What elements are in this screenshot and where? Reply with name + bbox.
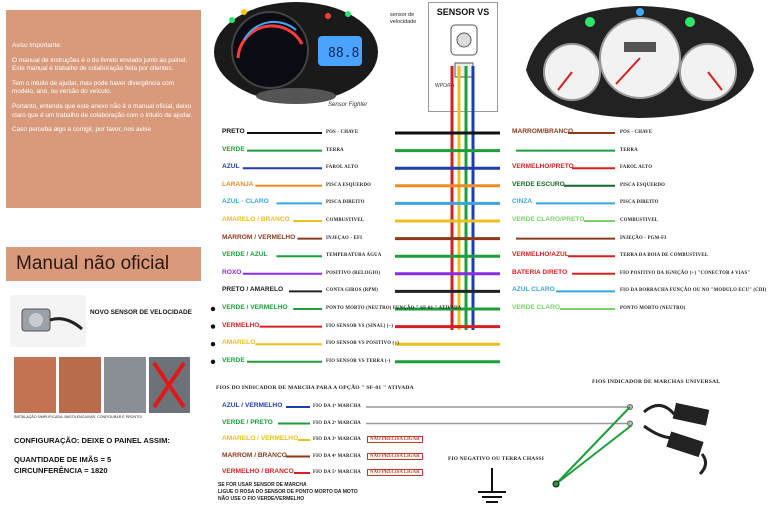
left-wire-label-8: ROXO: [222, 268, 242, 276]
right-wire-label-7: VERMELHO/AZUL: [512, 251, 569, 259]
unofficial-title: Manual não oficial: [6, 247, 201, 281]
dash-lcd-readout: 88.8: [328, 46, 359, 61]
right-wire-label-10: VERDE CLARO: [512, 304, 560, 311]
right-wire-label-2: VERMELHO/PRETO: [512, 163, 574, 171]
config-circumference: CIRCUNFERÊNCIA = 1820: [14, 466, 108, 475]
gear-ground-node: [552, 480, 560, 488]
left-wire-label-6: MARROM / VERMELHO: [222, 233, 296, 241]
right-wire-desc-7: TERRA DA BOIA DE COMBUSTIVEL: [620, 253, 709, 259]
gear-wire-desc-0: FIO DA 1ª MARCHA: [313, 404, 361, 409]
config-magnets: QUANTIDADE DE IMÃS = 5: [14, 455, 112, 464]
left-wire-desc-13: FIO SENSOR VS TERRA (-): [326, 358, 391, 364]
right-wire-desc-3: PISCA ESQUERDO: [620, 182, 666, 188]
left-wire-desc-6: INJEÇAO - EFI: [326, 235, 363, 241]
left-wire-desc-8: POSITIVO (RELOGIO): [326, 270, 381, 276]
right-wire-label-9: AZUL CLARO: [512, 286, 555, 294]
gear-footnote-1: SE FOR USAR SENSOR DE MARCHA: [218, 482, 307, 488]
gear-footnote-2: LIGUE O ROSA DO SENSOR DE PONTO MORTO DA…: [218, 489, 358, 495]
notice-p1: O manual de instruções é o do livreto en…: [12, 56, 188, 73]
left-wire-desc-5: COMBUSTIVEL: [326, 218, 365, 223]
left-wire-label-2: AZUL: [222, 163, 240, 171]
gear-negative-label: FIO NEGATIVO OU TERRA CHASSI: [448, 456, 545, 462]
gear-universal-title: FIOS INDICADOR DE MARCHAS UNIVERSAL: [592, 379, 721, 385]
left-wire-desc-9: CONTA GIROS (RPM): [326, 288, 379, 294]
gear-wire-desc-3: FIO DA 4ª MARCHA: [313, 453, 361, 459]
left-wire-desc-0: POS - CHAVE: [326, 130, 359, 135]
install-photos: [14, 357, 190, 413]
dash-brand: Sensor Fighter: [328, 102, 368, 108]
sensor-vs-panel: SENSOR VS WPO/Po: [428, 2, 498, 112]
right-wire-desc-0: POS - CHAVE: [620, 130, 653, 135]
gear-wire-label-2: AMARELO / VERMELHO: [222, 435, 299, 442]
left-wire-label-12: AMARELO: [222, 339, 256, 347]
left-wire-desc-12: FIO SENSOR VS POSITIVO (+): [326, 341, 400, 347]
gear-wire-label-4: VERMELHO / BRANCO: [222, 468, 294, 475]
right-wire-desc-4: PISCA DIREITO: [620, 200, 659, 206]
left-wire-dot-10: [210, 306, 216, 312]
left-wire-dot-13: [210, 359, 216, 364]
right-wire-label-0: MARROM/BRANCO: [512, 128, 574, 135]
left-wire-dot-12: [210, 342, 216, 347]
left-wire-desc-10: PONTO MORTO (NEUTRO) FUNÇÃO " SF-01 " AT…: [326, 306, 462, 311]
notice-p4: Caso perceba algo a corrigir, por favor,…: [12, 126, 151, 134]
left-wire-label-9: PRETO / AMARELO: [222, 286, 284, 294]
left-wire-label-1: VERDE: [222, 145, 245, 153]
gear-wire-desc-4: FIO DA 5ª MARCHA: [313, 470, 361, 475]
gear-green-line-1: [555, 406, 631, 485]
left-wire-desc-3: PISCA ESQUERDO: [326, 182, 372, 188]
install-caption: INSTALAÇÃO SIMPLIFICADA: BASTA ENCAIXAR,…: [14, 415, 142, 419]
notice-title: Aviso Importante:: [12, 42, 62, 49]
gear-green-line-2: [555, 424, 633, 485]
left-wire-desc-1: TERRA: [326, 147, 344, 153]
right-wire-desc-6: INJEÇÃO - PGM-FI: [620, 235, 667, 241]
sensor-label: sensor de velocidade: [390, 12, 417, 25]
left-wire-label-11: VERMELHO: [222, 321, 260, 329]
right-wire-label-5: VERDE CLARO/PRETO: [512, 216, 585, 223]
left-wire-label-7: VERDE / AZUL: [222, 251, 268, 259]
right-wire-desc-5: COMBUSTIVEL: [620, 218, 659, 223]
left-wire-label-5: AMARELO / BRANCO: [222, 216, 290, 223]
right-wire-desc-2: FAROL ALTO: [620, 165, 653, 171]
right-wire-desc-8: FIO POSITIVO DA IGNIÇÃO (+) "CONECTOR 4 …: [620, 270, 751, 276]
gear-wire-desc-2: FIO DA 3ª MARCHA: [313, 437, 361, 442]
gear-no-need-2: NÃO PRECISA LIGAR: [367, 436, 423, 443]
left-wire-desc-4: PISCA DIREITO: [326, 200, 365, 206]
right-wire-desc-9: FIO DA BORRACHA FUNÇÃO OU NO "MODULO ECU…: [620, 288, 767, 294]
left-wire-label-3: LARANJA: [222, 180, 254, 188]
gear-wire-label-3: MARROM / BRANCO: [222, 451, 287, 459]
left-wire-desc-11: FIO SENSOR VS (SINAL) (~): [326, 323, 394, 329]
speed-sensor-photo: [10, 295, 86, 347]
gear-wire-desc-1: FIO DA 2ª MARCHA: [313, 420, 361, 426]
right-wire-label-4: CINZA: [512, 198, 533, 206]
notice-p3: Portanto, entenda que este anexo não é o…: [12, 102, 193, 119]
new-sensor-label: NOVO SENSOR DE VELOCIDADE: [90, 309, 192, 316]
right-wire-desc-1: TERRA: [620, 147, 638, 153]
gear-no-need-4: NÃO PRECISA LIGAR: [367, 469, 423, 476]
notice-box: Aviso Importante: O manual de instruções…: [6, 10, 201, 208]
left-wire-desc-7: TEMPERATURA ÁGUA: [326, 253, 382, 259]
wpo-label: WPO/Po: [435, 83, 455, 89]
digital-dashboard-image: 88.8 Sensor Fighter: [208, 0, 388, 112]
left-wire-dot-11: [210, 324, 216, 329]
left-wire-desc-2: FAROL ALTO: [326, 165, 359, 171]
left-wire-label-13: VERDE: [222, 356, 245, 364]
config-title: CONFIGURAÇÃO: DEIXE O PAINEL ASSIM:: [14, 436, 170, 445]
left-wire-label-4: AZUL - CLARO: [222, 198, 269, 206]
gear-indicator-connectors: [643, 402, 710, 476]
left-wire-label-0: PRETO: [222, 128, 245, 135]
gear-footnote-3: NÃO USE O FIO VERDE/VERMELHO: [218, 496, 305, 502]
sensor-vs-title: SENSOR VS: [436, 7, 490, 17]
right-wire-desc-10: PONTO MORTO (NEUTRO): [620, 306, 686, 311]
analog-dashboard-image: [520, 0, 760, 120]
gear-wire-label-0: AZUL / VERMELHO: [222, 402, 283, 409]
gear-no-need-3: NÃO PRECISA LIGAR: [367, 452, 423, 460]
notice-p2: Tem o intuito de ajudar, mas pode haver …: [12, 79, 174, 96]
gear-wire-label-1: VERDE / PRETO: [222, 418, 273, 426]
gear-title: FIOS DO INDICADOR DE MARCHA PARA A OPÇÃO…: [216, 385, 414, 391]
left-wire-label-10: VERDE / VERMELHO: [222, 304, 288, 311]
right-wire-label-3: VERDE ESCURO: [512, 180, 565, 188]
right-wire-label-8: BATERIA DIRETO: [512, 268, 568, 276]
